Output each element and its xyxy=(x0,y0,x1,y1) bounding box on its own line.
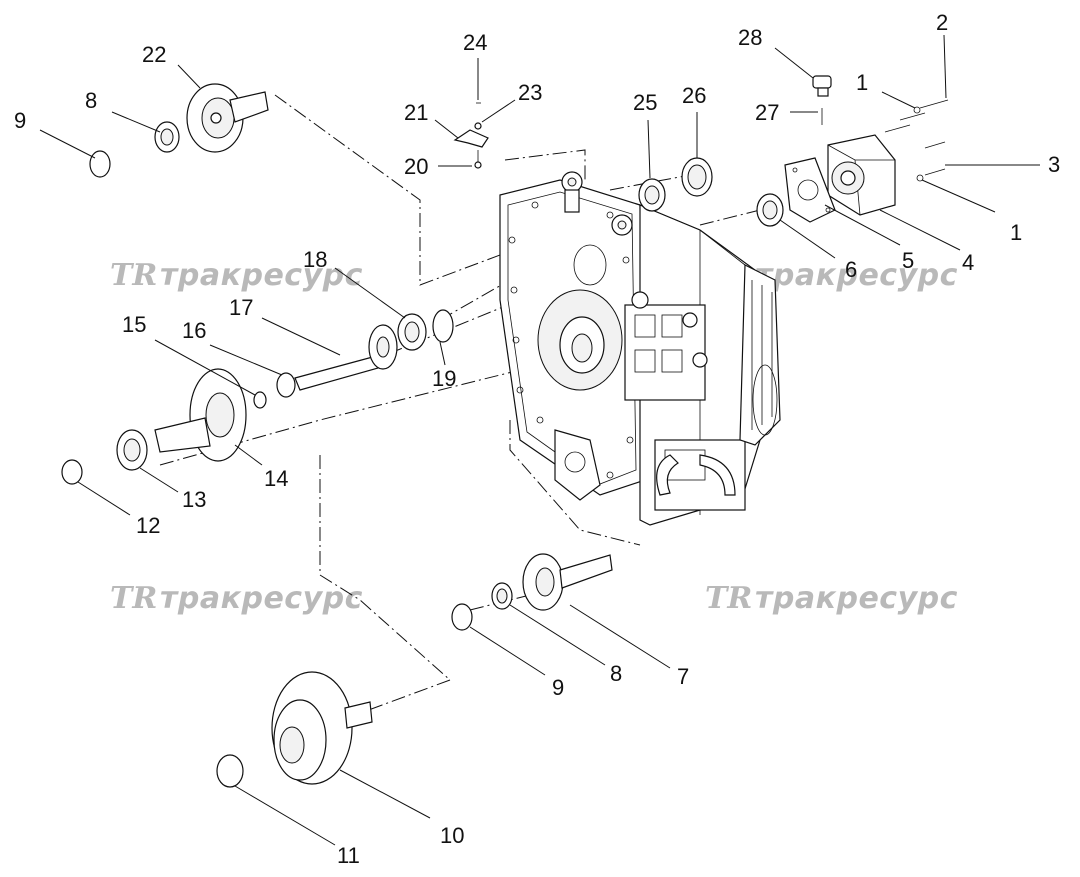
callout-1: 1 xyxy=(1010,220,1022,245)
callout-11: 11 xyxy=(337,843,360,868)
callout-17: 17 xyxy=(229,295,253,320)
callout-16: 16 xyxy=(182,318,206,343)
callout-20: 20 xyxy=(404,154,428,179)
callout-22: 22 xyxy=(142,42,166,67)
callout-19: 19 xyxy=(432,366,456,391)
callout-21: 21 xyxy=(404,100,428,125)
callout-6: 6 xyxy=(845,257,857,282)
callout-7: 7 xyxy=(677,664,689,689)
watermark-logo: TR xyxy=(110,258,157,293)
callout-25: 25 xyxy=(633,90,657,115)
callout-12: 12 xyxy=(136,513,160,538)
watermark-top-left: TR тракресурс xyxy=(110,258,363,293)
callout-28: 28 xyxy=(738,25,762,50)
callout-23: 23 xyxy=(518,80,542,105)
watermark-bottom-left: TR тракресурс xyxy=(110,581,363,616)
gear-shaft-17 xyxy=(253,309,454,409)
watermark-logo: TR xyxy=(110,581,157,616)
callout-27: 27 xyxy=(755,100,779,125)
gear-shaft-14 xyxy=(61,368,247,485)
gear-shaft-10 xyxy=(216,671,373,788)
watermark-logo: TR xyxy=(705,581,752,616)
callout-4: 4 xyxy=(962,250,974,275)
transmission-housing xyxy=(499,171,781,526)
watermark-text: тракресурс xyxy=(160,581,363,616)
seals-25-26 xyxy=(638,157,713,212)
gear-shaft-22 xyxy=(89,83,269,178)
callout-9: 9 xyxy=(552,675,564,700)
callout-13: 13 xyxy=(182,487,206,512)
pump-assembly xyxy=(756,75,949,227)
callout-18: 18 xyxy=(303,247,327,272)
callout-15: 15 xyxy=(122,312,146,337)
bracket-assembly xyxy=(453,102,489,169)
gear-shaft-7 xyxy=(451,553,613,631)
watermark-bottom-right: TR тракресурс xyxy=(705,581,958,616)
callout-8: 8 xyxy=(85,88,97,113)
callout-3: 3 xyxy=(1048,152,1060,177)
callout-8: 8 xyxy=(610,661,622,686)
watermark-text: тракресурс xyxy=(160,258,363,293)
callout-14: 14 xyxy=(264,466,288,491)
callout-24: 24 xyxy=(463,30,487,55)
callout-2: 2 xyxy=(936,10,948,35)
callout-1: 1 xyxy=(856,70,868,95)
callout-9: 9 xyxy=(14,108,26,133)
leader-lines xyxy=(39,34,1040,846)
callout-5: 5 xyxy=(902,248,914,273)
callout-10: 10 xyxy=(440,823,464,848)
watermark-text: тракресурс xyxy=(755,258,958,293)
watermark-text: тракресурс xyxy=(755,581,958,616)
callout-26: 26 xyxy=(682,83,706,108)
callout-labels: 1 2 1 3 4 5 6 7 8 8 9 9 10 11 12 13 14 1… xyxy=(14,10,1060,868)
